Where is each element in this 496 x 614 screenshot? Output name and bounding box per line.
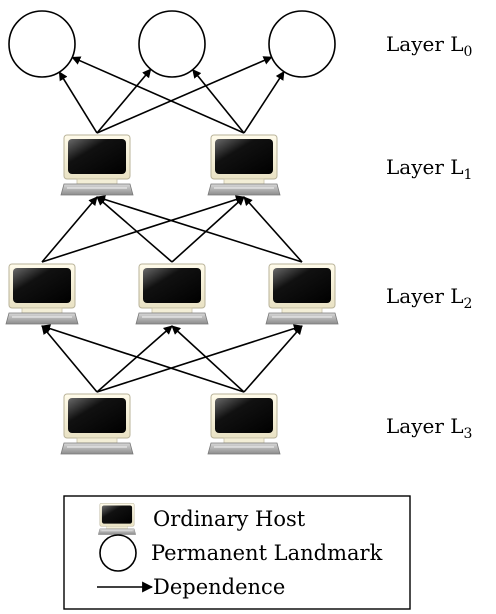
legend-host-label: Ordinary Host (153, 507, 306, 531)
dependence-arrow (243, 325, 303, 393)
legend: Ordinary Host Permanent Landmark Depende… (63, 495, 411, 610)
legend-landmark-label: Permanent Landmark (151, 541, 383, 565)
permanent-landmark-node (268, 10, 336, 78)
monitor-icon (98, 503, 136, 535)
ordinary-host-node (5, 263, 79, 325)
dependence-arrow (96, 195, 303, 263)
dependence-arrow (41, 195, 245, 263)
circle-icon (99, 534, 137, 572)
ordinary-host-node (60, 393, 134, 455)
ordinary-host-node (207, 393, 281, 455)
dependence-arrow (171, 325, 245, 393)
dependence-arrow (192, 68, 245, 134)
dependence-arrow (96, 68, 152, 134)
ordinary-host-node (265, 263, 339, 325)
permanent-landmark-node (8, 10, 76, 78)
dependence-arrow (41, 325, 98, 393)
dependence-arrow (243, 70, 285, 134)
dependence-arrow (96, 324, 303, 393)
legend-dependence-label: Dependence (153, 575, 285, 599)
ordinary-host-node (135, 263, 209, 325)
layer-label: Layer L2 (386, 284, 472, 312)
dependence-arrow (96, 325, 173, 393)
dependence-arrow (71, 56, 245, 134)
ordinary-host-node (207, 134, 281, 196)
monitor-icon (98, 503, 136, 535)
dependence-arrow (41, 324, 245, 393)
dependence-arrow (96, 56, 273, 134)
layer-labels: Layer L0 Layer L1 Layer L2 Layer L3 (386, 32, 472, 442)
dependence-arrow (243, 196, 303, 263)
nodes (5, 10, 339, 455)
ordinary-host-node (60, 134, 134, 196)
layer-label: Layer L1 (386, 155, 472, 183)
layer-label: Layer L0 (386, 32, 472, 60)
layer-label: Layer L3 (386, 414, 472, 442)
dependence-arrow (171, 196, 245, 263)
dependence-arrow (41, 196, 98, 263)
permanent-landmark-node (138, 10, 206, 78)
dependence-edges (41, 56, 303, 393)
dependence-arrow (96, 196, 173, 263)
dependence-arrow (58, 71, 98, 134)
